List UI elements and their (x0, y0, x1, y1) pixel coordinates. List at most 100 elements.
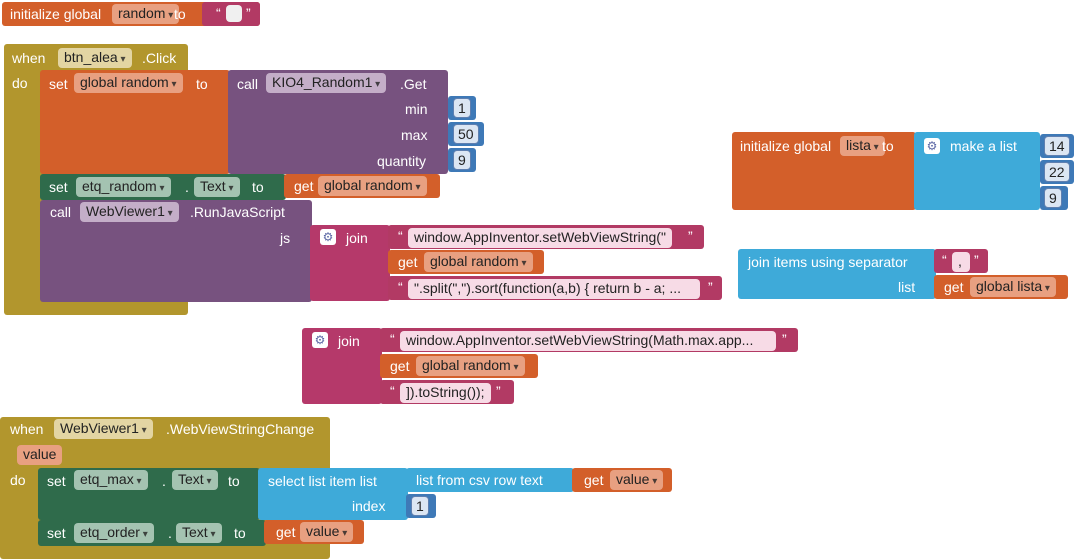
init-global-random-block[interactable]: initialize global random to “ ” (2, 2, 260, 26)
component-dropdown[interactable]: etq_order (74, 523, 154, 543)
kio4-random-get-block[interactable]: call KIO4_Random1 .Get min max quantity (228, 70, 448, 174)
get-global-random-block[interactable]: get global random (388, 250, 544, 274)
set-etq-random-text-block[interactable]: set etq_random . Text to (40, 174, 286, 200)
property-dropdown[interactable]: Text (176, 523, 222, 543)
make-a-list-block[interactable]: ⚙ make a list (914, 132, 1040, 210)
close-quote: ” (496, 383, 501, 399)
get-var-dropdown[interactable]: global random (416, 356, 525, 376)
select-list-item-label: select list item list (268, 473, 377, 489)
get-global-lista-block[interactable]: get global lista (934, 275, 1068, 299)
set-label: set (47, 525, 66, 541)
index-label: index (352, 498, 386, 514)
text-string-block[interactable]: “ ".split(",").sort(function(a,b) { retu… (388, 276, 722, 300)
join-text-block[interactable]: ⚙ join (302, 328, 382, 404)
set-global-random-block[interactable]: set global random to (40, 70, 230, 174)
var-name-field[interactable]: random (112, 4, 180, 24)
join-items-label: join items using separator (748, 254, 908, 270)
join-items-separator-block[interactable]: join items using separator list (738, 249, 936, 299)
open-quote: “ (942, 252, 947, 268)
event-name: .WebViewStringChange (166, 421, 315, 437)
when-label: when (12, 50, 46, 66)
text-string-field[interactable]: window.AppInventor.setWebViewString(Math… (400, 331, 776, 351)
event-param-value[interactable]: value (17, 445, 63, 465)
close-quote: ” (782, 331, 787, 347)
get-var-dropdown[interactable]: value (610, 470, 664, 490)
list-label: list (898, 279, 916, 295)
mutator-gear-icon[interactable]: ⚙ (924, 138, 940, 154)
when-label: when (10, 421, 44, 437)
text-string-field[interactable]: ".split(",").sort(function(a,b) { return… (408, 279, 700, 299)
get-value-block[interactable]: get value (572, 468, 672, 492)
set-etq-max-text-block[interactable]: set etq_max . Text to (38, 468, 260, 520)
open-quote: “ (398, 228, 403, 244)
call-component-dropdown[interactable]: WebViewer1 (80, 202, 179, 222)
join-label: join (346, 230, 368, 246)
index-number-field[interactable]: 1 (411, 496, 429, 516)
get-label: get (390, 358, 410, 374)
text-string-field[interactable]: window.AppInventor.setWebViewString(" (408, 228, 672, 248)
get-var-dropdown[interactable]: global lista (970, 277, 1056, 297)
to-label: to (196, 76, 208, 92)
min-number-field[interactable]: 1 (453, 98, 471, 118)
get-var-dropdown[interactable]: value (300, 522, 354, 542)
set-var-dropdown[interactable]: global random (74, 73, 183, 93)
quantity-number-block[interactable]: 9 (448, 148, 476, 172)
set-etq-order-text-block[interactable]: set etq_order . Text to (38, 520, 266, 546)
separator-text-field[interactable]: , (952, 252, 970, 272)
to-label: to (882, 138, 894, 154)
list-item-number-field[interactable]: 22 (1044, 162, 1070, 182)
empty-text-block[interactable]: “ ” (202, 2, 260, 26)
to-label: to (234, 525, 246, 541)
list-item-number-block[interactable]: 14 (1040, 134, 1074, 158)
js-label: js (280, 230, 291, 246)
list-item-number-field[interactable]: 14 (1044, 136, 1070, 156)
separator-text-block[interactable]: “ , ” (934, 249, 988, 273)
get-var-dropdown[interactable]: global random (424, 252, 533, 272)
max-number-block[interactable]: 50 (448, 122, 484, 146)
quantity-number-field[interactable]: 9 (453, 150, 471, 170)
max-number-field[interactable]: 50 (453, 124, 479, 144)
get-var-dropdown[interactable]: global random (318, 176, 427, 196)
dot-label: . (162, 473, 166, 489)
get-value-block[interactable]: get value (264, 520, 364, 544)
index-number-block[interactable]: 1 (406, 494, 436, 518)
event-component-dropdown[interactable]: btn_alea (58, 48, 132, 68)
text-string-block[interactable]: “ window.AppInventor.setWebViewString(" … (388, 225, 704, 249)
get-label: get (294, 178, 314, 194)
join-text-block[interactable]: ⚙ join (310, 225, 390, 301)
empty-text-field[interactable] (226, 5, 242, 22)
list-from-csv-row-block[interactable]: list from csv row text (406, 468, 574, 492)
call-component-dropdown[interactable]: KIO4_Random1 (266, 73, 387, 93)
text-string-block[interactable]: “ ]).toString()); ” (380, 380, 514, 404)
component-dropdown[interactable]: etq_random (76, 177, 171, 197)
property-dropdown[interactable]: Text (194, 177, 240, 197)
component-dropdown[interactable]: etq_max (74, 470, 148, 490)
get-global-random-block[interactable]: get global random (380, 354, 538, 378)
do-label: do (10, 472, 26, 488)
text-string-field[interactable]: ]).toString()); (400, 383, 491, 403)
dot-label: . (185, 179, 189, 195)
event-name: .Click (142, 50, 177, 66)
do-label: do (12, 75, 28, 91)
get-label: get (398, 254, 418, 270)
mutator-gear-icon[interactable]: ⚙ (320, 229, 336, 245)
init-global-lista-block[interactable]: initialize global lista to (732, 132, 916, 210)
select-list-item-block[interactable]: select list item list index (258, 468, 408, 520)
event-component-dropdown[interactable]: WebViewer1 (54, 419, 153, 439)
min-number-block[interactable]: 1 (448, 96, 476, 120)
open-quote: “ (216, 5, 221, 21)
list-item-number-block[interactable]: 9 (1040, 186, 1068, 210)
open-quote: “ (398, 279, 403, 295)
list-item-number-field[interactable]: 9 (1044, 188, 1062, 208)
webviewer-runjavascript-block[interactable]: call WebViewer1 .RunJavaScript js (40, 200, 312, 302)
text-string-block[interactable]: “ window.AppInventor.setWebViewString(Ma… (380, 328, 798, 352)
var-name-field[interactable]: lista (840, 136, 885, 156)
make-list-label: make a list (950, 138, 1017, 154)
list-item-number-block[interactable]: 22 (1040, 160, 1074, 184)
get-global-random-block[interactable]: get global random (284, 174, 440, 198)
close-quote: ” (688, 228, 693, 244)
mutator-gear-icon[interactable]: ⚙ (312, 332, 328, 348)
init-keyword: initialize global (10, 6, 102, 22)
get-label: get (584, 472, 604, 488)
property-dropdown[interactable]: Text (172, 470, 218, 490)
